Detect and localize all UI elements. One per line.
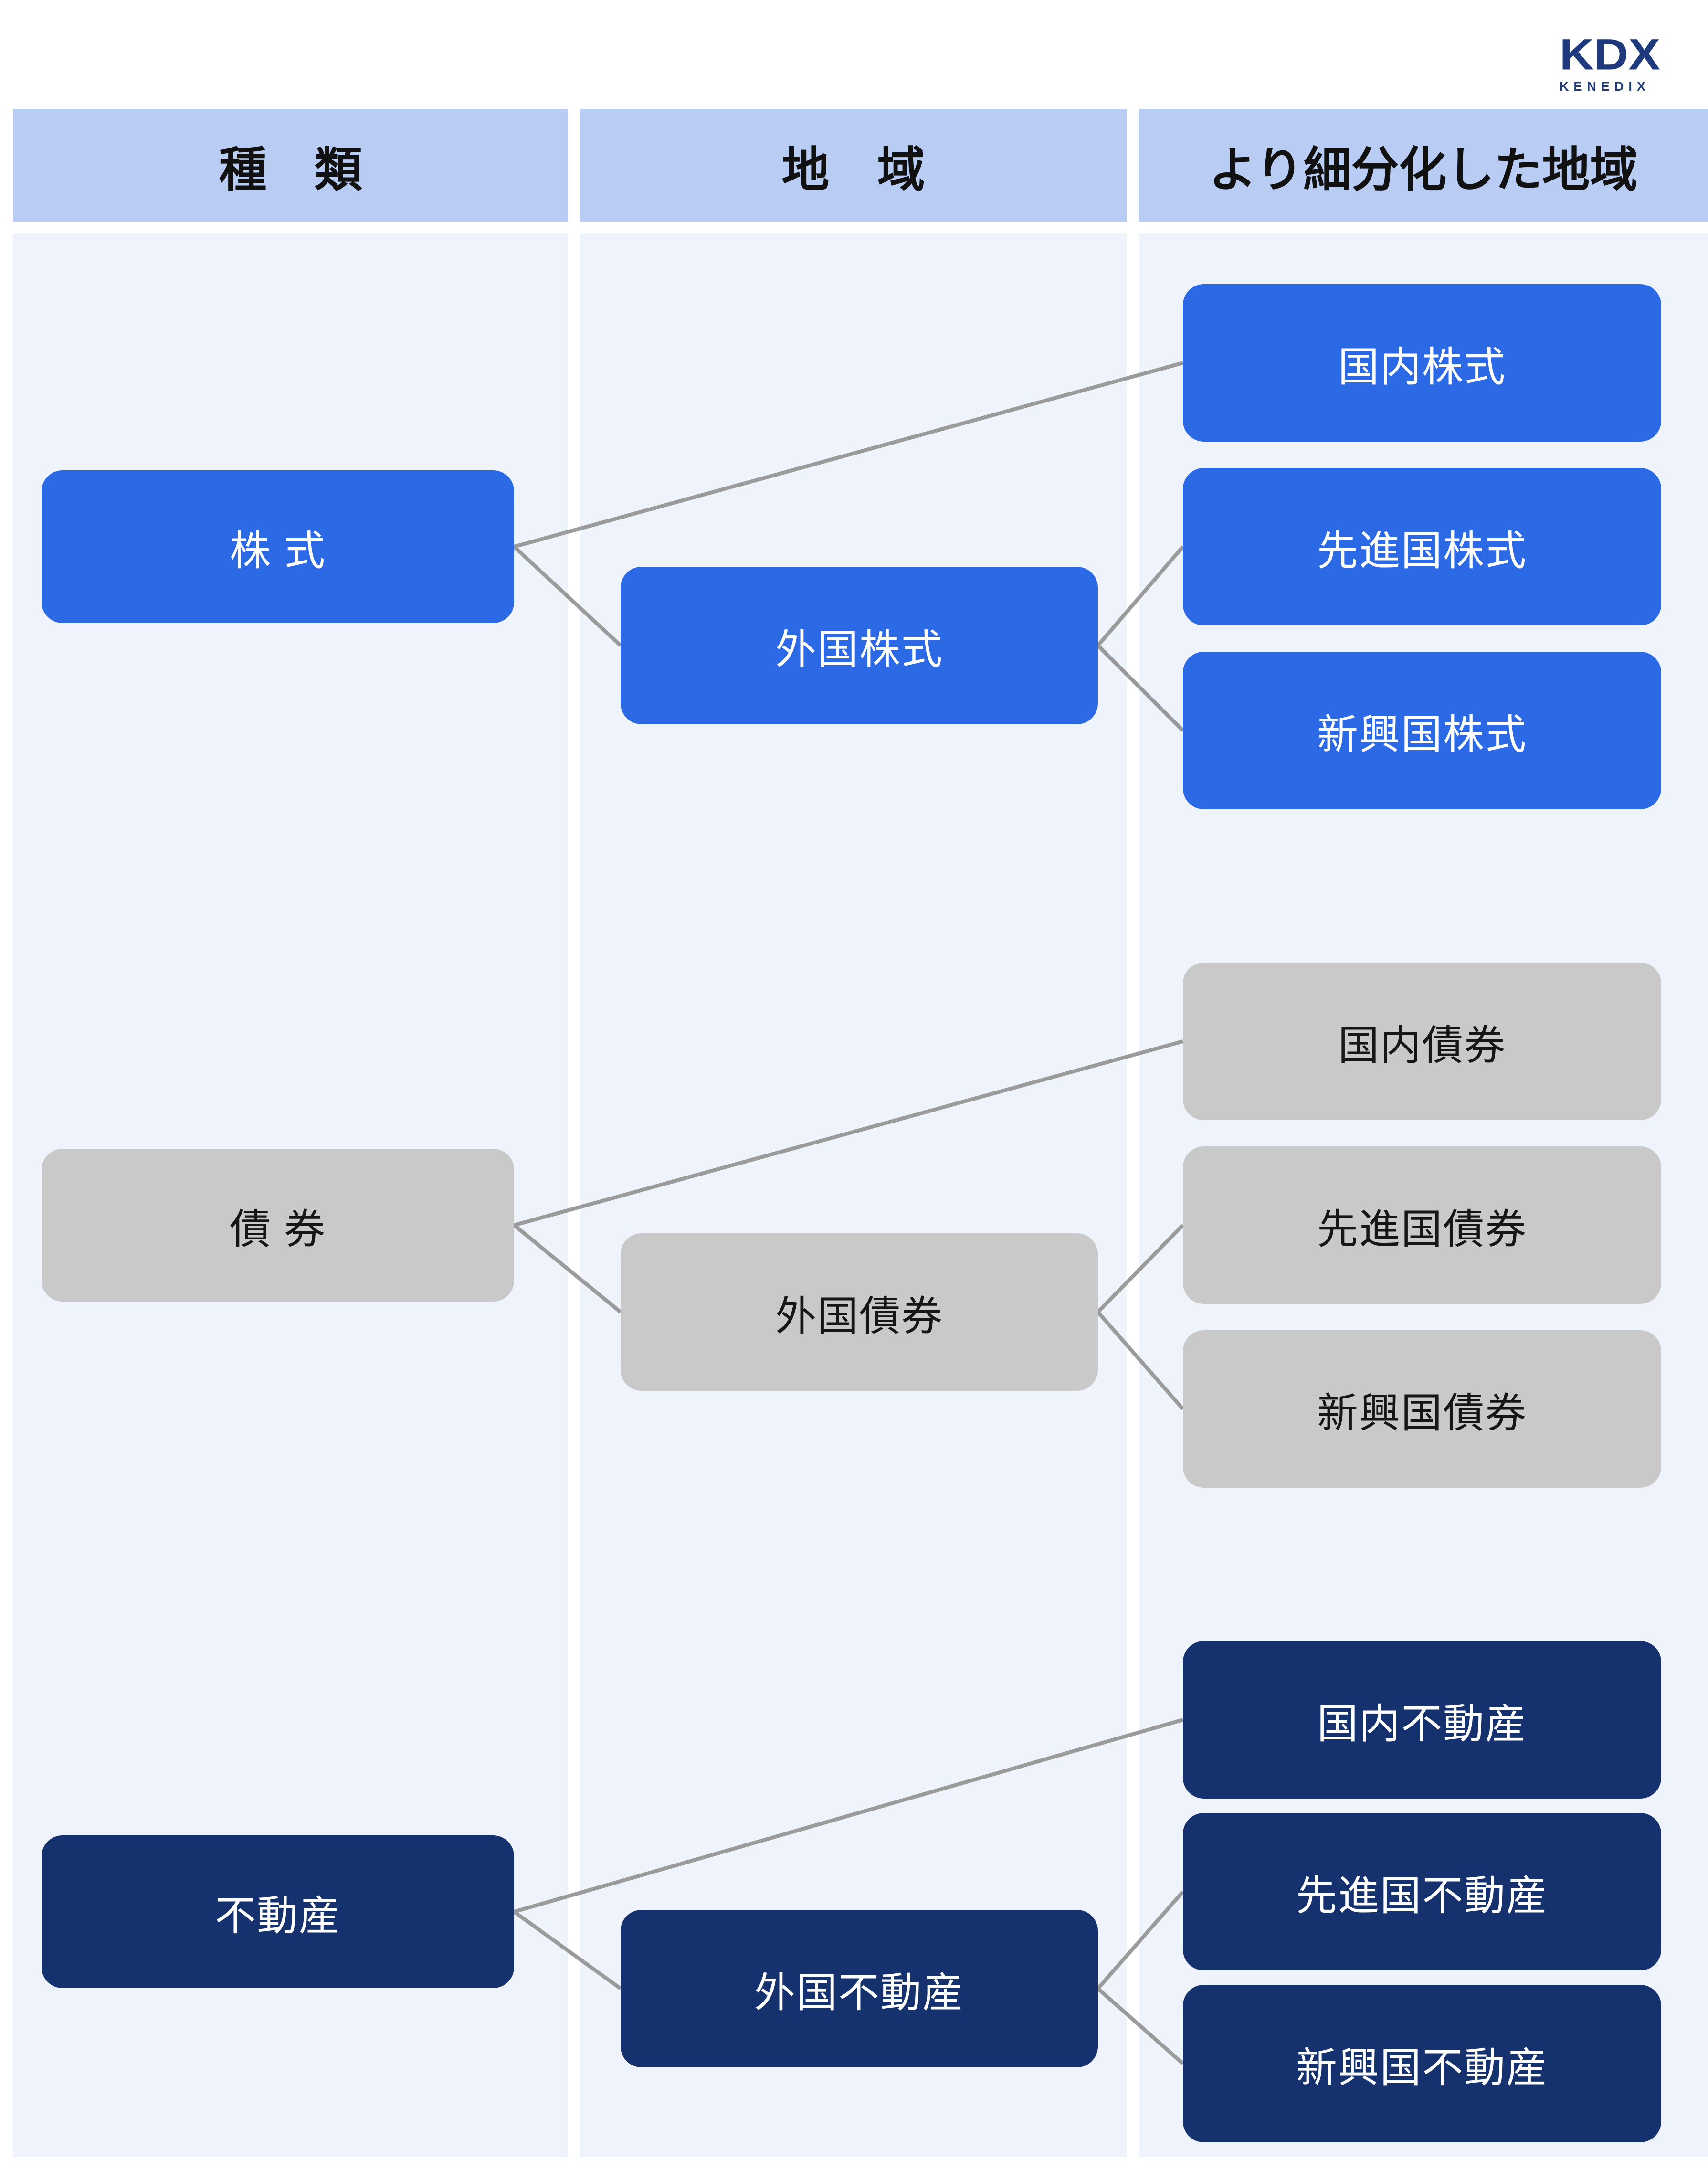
node-domestic-bonds: 国内債券: [1183, 963, 1661, 1120]
kdx-logo-text: KDX: [1559, 30, 1660, 79]
kenedix-logo-subtext: KENEDIX: [1559, 79, 1650, 94]
header-region: 地 域: [580, 109, 1127, 222]
connector-line: [1096, 545, 1185, 647]
connector-line: [513, 1910, 622, 1991]
connector-line: [513, 1039, 1184, 1227]
connector-line: [513, 1223, 622, 1314]
node-domestic-stocks: 国内株式: [1183, 284, 1661, 442]
connector-line: [1096, 644, 1184, 732]
node-real-estate: 不動産: [42, 1835, 514, 1988]
header-subregion: より細分化した地域: [1139, 109, 1708, 222]
node-developed-real-estate: 先進国不動産: [1183, 1813, 1661, 1970]
node-stocks: 株 式: [42, 470, 514, 623]
kdx-logo: KDX KENEDIX: [1560, 31, 1660, 94]
connector-line: [1096, 1311, 1185, 1410]
connector-line: [513, 361, 1184, 549]
connector-line: [1096, 1890, 1185, 1990]
node-emerging-bonds: 新興国債券: [1183, 1330, 1661, 1488]
node-foreign-real-estate: 外国不動産: [621, 1910, 1098, 2067]
node-developed-stocks: 先進国株式: [1183, 468, 1661, 625]
node-developed-bonds: 先進国債券: [1183, 1146, 1661, 1304]
node-foreign-stocks: 外国株式: [621, 567, 1098, 724]
connector-line: [1096, 1224, 1184, 1313]
node-domestic-real-estate: 国内不動産: [1183, 1641, 1661, 1799]
header-type: 種 類: [13, 109, 568, 222]
connector-line: [513, 545, 622, 647]
connector-line: [513, 1718, 1184, 1914]
node-emerging-real-estate: 新興国不動産: [1183, 1985, 1661, 2142]
connector-line: [1096, 1987, 1184, 2065]
node-foreign-bonds: 外国債券: [621, 1233, 1098, 1391]
node-emerging-stocks: 新興国株式: [1183, 652, 1661, 809]
node-bonds: 債 券: [42, 1149, 514, 1302]
column-bg-region: [580, 233, 1127, 2157]
